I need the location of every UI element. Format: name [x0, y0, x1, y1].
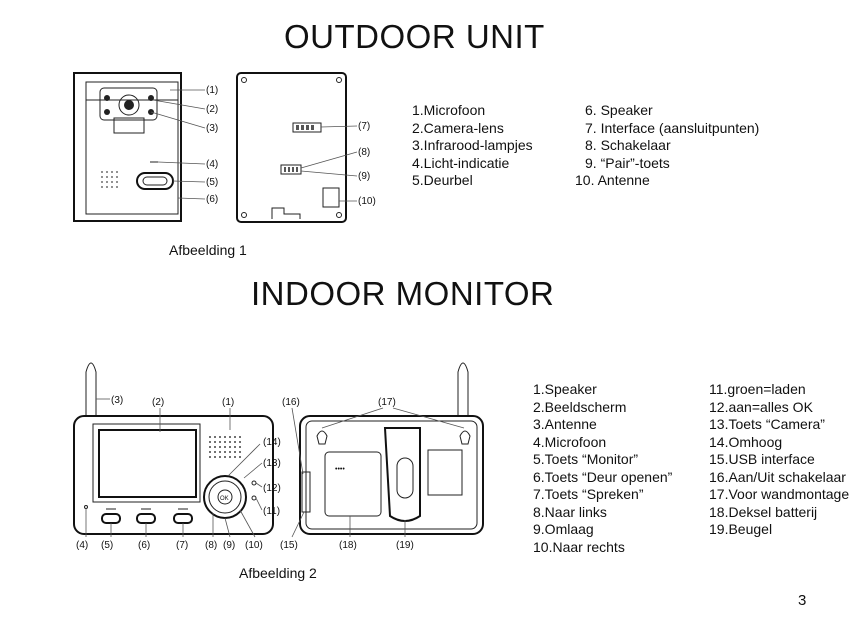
callout-label: (5)	[101, 540, 113, 551]
indoor-legend-right: 11.groen=laden 12.aan=alles OK 13.Toets …	[709, 381, 849, 539]
callout-label: (4)	[206, 159, 218, 170]
callout-label: (3)	[206, 123, 218, 134]
indoor-monitor-title: INDOOR MONITOR	[251, 275, 555, 312]
legend-item: 1.Microfoon	[412, 102, 486, 118]
callout-label: (1)	[206, 85, 218, 96]
callout-label: (4)	[76, 540, 88, 551]
callout-label: (1)	[222, 397, 234, 408]
callout-label: (6)	[206, 194, 218, 205]
callout-label: (13)	[263, 458, 281, 469]
callout-label: (6)	[138, 540, 150, 551]
callout-label: (7)	[176, 540, 188, 551]
legend-item: 6.Toets “Deur openen”	[533, 468, 673, 485]
outdoor-front-callouts: (1) (2) (3) (4) (5) (6)	[206, 85, 218, 205]
svg-text:OK: OK	[220, 496, 229, 502]
legend-item: 8.Naar links	[533, 503, 607, 520]
callout-label: (14)	[263, 437, 281, 448]
legend-item: 15.USB interface	[709, 451, 815, 467]
legend-item: 1.Speaker	[533, 381, 597, 397]
legend-item: 7. Interface (aansluitpunten)	[585, 119, 760, 136]
outdoor-legend-left: 1.Microfoon 2.Camera-lens 3.Infrarood-la…	[412, 102, 533, 190]
legend-item: 5.Deurbel	[412, 172, 473, 188]
callout-label: (8)	[205, 540, 217, 551]
legend-item: 9. “Pair”-toets	[585, 154, 670, 171]
legend-item: 4.Licht-indicatie	[412, 154, 510, 171]
legend-item: 17.Voor wandmontage	[709, 486, 849, 502]
callout-label: (12)	[263, 483, 281, 494]
indoor-front-view: OK	[73, 362, 274, 538]
callout-label: (15)	[280, 540, 298, 551]
legend-item: 18.Deksel batterij	[709, 503, 818, 520]
page-number: 3	[798, 592, 807, 609]
callout-label: (3)	[111, 395, 123, 406]
outdoor-unit-title: OUTDOOR UNIT	[284, 18, 545, 55]
indoor-legend-left: 1.Speaker 2.Beeldscherm 3.Antenne 4.Micr…	[533, 381, 672, 556]
callout-label: (19)	[396, 540, 414, 551]
legend-item: 10.Naar rechts	[533, 538, 625, 555]
callout-label: (8)	[358, 147, 370, 158]
legend-item: 10. Antenne	[575, 172, 650, 188]
callout-label: (11)	[263, 506, 280, 517]
legend-item: 2.Camera-lens	[412, 119, 504, 136]
legend-item: 13.Toets “Camera”	[709, 416, 825, 432]
outdoor-back-view	[236, 72, 358, 223]
callout-label: (10)	[358, 196, 376, 207]
callout-label: (9)	[223, 540, 235, 551]
indoor-back-view: ••••	[291, 362, 484, 538]
legend-item: 9.Omlaag	[533, 521, 594, 537]
figure-2-caption: Afbeelding 2	[239, 565, 317, 581]
legend-item: 3.Antenne	[533, 416, 597, 432]
legend-item: 12.aan=alles OK	[709, 398, 813, 415]
legend-item: 19.Beugel	[709, 521, 773, 537]
callout-label: (18)	[339, 540, 357, 551]
legend-item: 8. Schakelaar	[585, 137, 671, 153]
svg-text:••••: ••••	[335, 466, 345, 473]
outdoor-front-view	[73, 72, 206, 222]
figure-1-caption: Afbeelding 1	[169, 242, 247, 258]
callout-label: (5)	[206, 177, 218, 188]
outdoor-back-callouts: (7) (8) (9) (10)	[358, 121, 376, 207]
outdoor-legend-right: 6. Speaker 7. Interface (aansluitpunten)…	[575, 102, 760, 190]
legend-item: 5.Toets “Monitor”	[533, 451, 639, 467]
legend-item: 14.Omhoog	[709, 433, 783, 450]
legend-item: 4.Microfoon	[533, 433, 607, 450]
callout-label: (2)	[152, 397, 164, 408]
callout-label: (16)	[282, 397, 300, 408]
legend-item: 6. Speaker	[585, 102, 653, 118]
callout-label: (7)	[358, 121, 370, 132]
indoor-front-callouts: (1) (2) (3) (4) (5) (6) (7) (8) (9) (10)…	[76, 395, 414, 551]
legend-item: 7.Toets “Spreken”	[533, 486, 644, 502]
legend-item: 3.Infrarood-lampjes	[412, 137, 533, 153]
callout-label: (17)	[378, 397, 396, 408]
callout-label: (2)	[206, 104, 218, 115]
callout-label: (9)	[358, 171, 370, 182]
legend-item: 2.Beeldscherm	[533, 398, 627, 415]
legend-item: 16.Aan/Uit schakelaar	[709, 468, 846, 485]
legend-item: 11.groen=laden	[709, 381, 806, 397]
callout-label: (10)	[245, 540, 263, 551]
